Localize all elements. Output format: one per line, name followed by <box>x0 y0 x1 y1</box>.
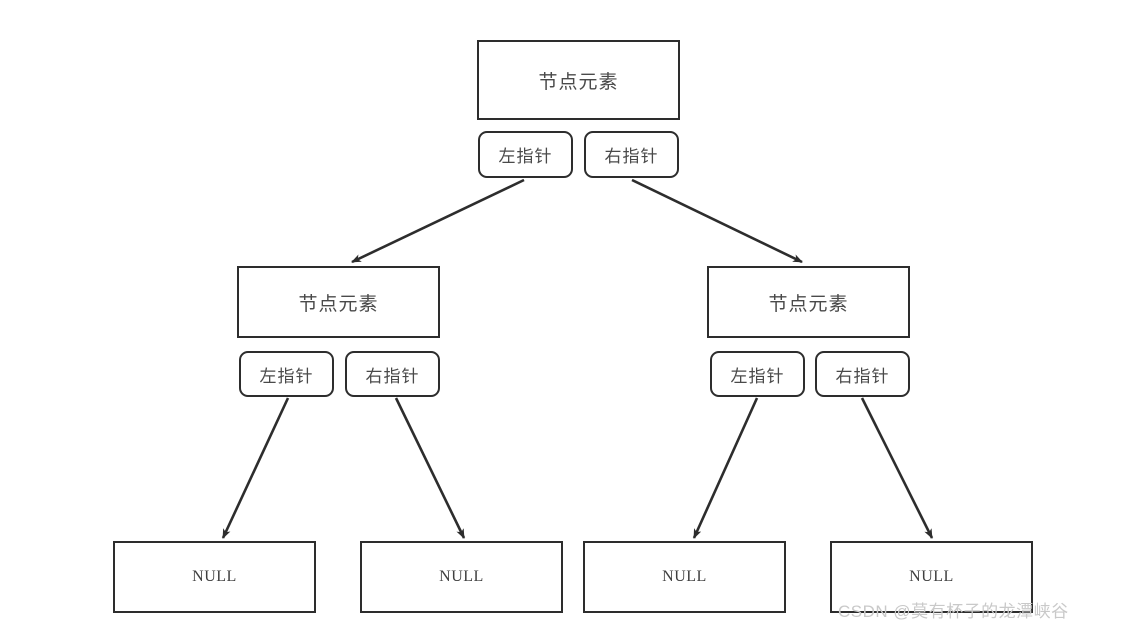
null-leaf-label-1: NULL <box>192 568 237 585</box>
right-child-right-pointer-box: 右指针 <box>815 351 910 397</box>
left-child-node-element-box: 节点元素 <box>237 266 440 338</box>
right-child-right-pointer-label: 右指针 <box>835 366 890 386</box>
right-child-left-pointer-label: 左指针 <box>730 366 785 386</box>
null-leaf-box-3: NULL <box>583 541 786 613</box>
left-child-node-element-label: 节点元素 <box>298 293 379 315</box>
watermark: CSDN @莫有杯子的龙潭峡谷 <box>838 602 1069 621</box>
arrow-root-left <box>351 178 525 264</box>
null-leaf-label-3: NULL <box>662 568 707 585</box>
left-child-right-pointer-label: 右指针 <box>365 366 420 386</box>
right-child-left-pointer-box: 左指针 <box>710 351 805 397</box>
left-child-left-pointer-box: 左指针 <box>239 351 334 397</box>
arrow-root-right <box>631 178 803 264</box>
null-leaf-box-1: NULL <box>113 541 316 613</box>
arrow-left-child-right <box>394 397 466 539</box>
root-right-pointer-label: 右指针 <box>604 147 659 166</box>
null-leaf-box-4: NULL <box>830 541 1033 613</box>
root-node-element-label: 节点元素 <box>538 71 619 93</box>
root-left-pointer-label: 左指针 <box>498 147 553 166</box>
root-left-pointer-box: 左指针 <box>478 131 573 178</box>
left-child-left-pointer-label: 左指针 <box>259 366 314 386</box>
null-leaf-box-2: NULL <box>360 541 563 613</box>
arrow-right-child-right <box>860 397 934 539</box>
root-node-element-box: 节点元素 <box>477 40 680 120</box>
right-child-node-element-box: 节点元素 <box>707 266 910 338</box>
null-leaf-label-2: NULL <box>439 568 484 585</box>
null-leaf-label-4: NULL <box>909 568 954 585</box>
arrow-left-child-left <box>221 397 290 539</box>
root-right-pointer-box: 右指针 <box>584 131 679 178</box>
right-child-node-element-label: 节点元素 <box>768 293 849 315</box>
arrow-right-child-left <box>692 397 759 539</box>
left-child-right-pointer-box: 右指针 <box>345 351 440 397</box>
